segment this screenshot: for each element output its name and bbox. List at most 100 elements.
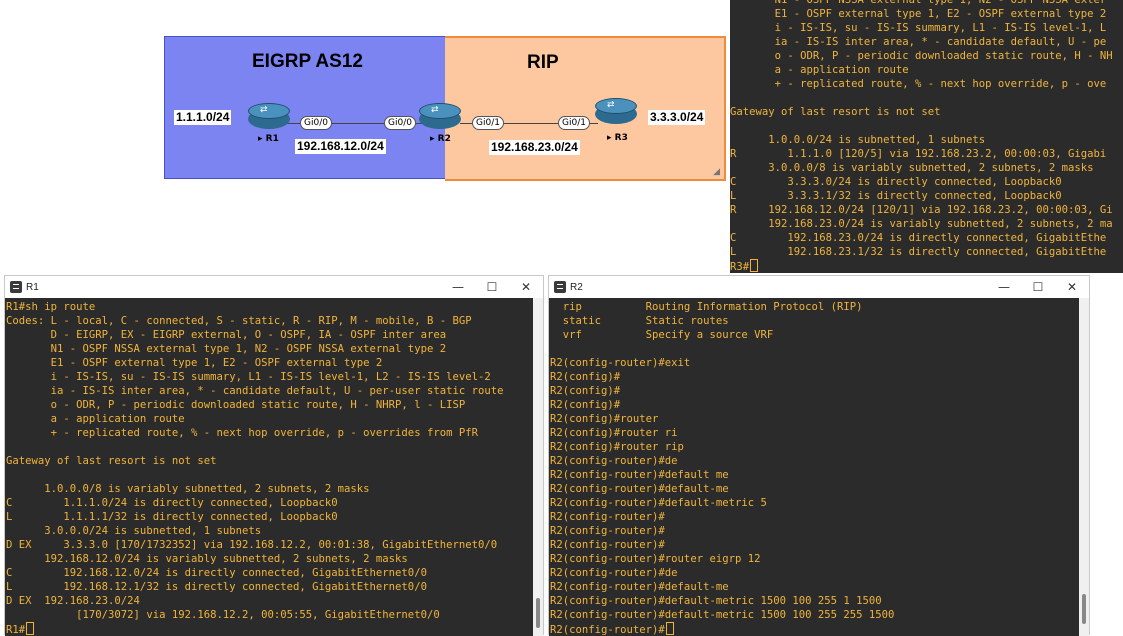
r1-terminal-line: ia - IS-IS inter area, * - candidate def… [6, 385, 504, 397]
r3-terminal[interactable]: N1 - OSPF NSSA external type 1, N2 - OSP… [730, 0, 1123, 273]
router-r3-icon[interactable]: ⇄ [595, 98, 637, 126]
r1-terminal-line: Gateway of last resort is not set [6, 455, 217, 467]
r2-terminal-line: R2(config-router)# [550, 539, 665, 551]
maximize-button[interactable]: ☐ [1032, 280, 1044, 294]
r1-terminal-prompt-line[interactable]: R1# [6, 622, 503, 636]
r2-terminal-line: R2(config-router)#default-metric 1500 10… [550, 609, 895, 621]
terminal-app-icon [10, 281, 22, 293]
r1-terminal-cursor [26, 622, 35, 635]
r2-scroll-thumb[interactable] [1082, 594, 1086, 624]
r2-terminal-line: rip Routing Information Protocol (RIP) [550, 301, 863, 313]
r2-terminal-line: R2(config-router)#default-metric 1500 10… [550, 595, 882, 607]
r2-terminal-line [550, 342, 894, 356]
r2-terminal[interactable]: rip Routing Information Protocol (RIP) s… [549, 298, 1081, 636]
r3-terminal-line: C 192.168.23.0/24 is directly connected,… [730, 232, 1107, 244]
r1-terminal-line: + - replicated route, % - next hop overr… [6, 427, 478, 439]
r2-terminal-line: R2(config-router)#exit [550, 357, 691, 369]
close-button[interactable]: ✕ [520, 280, 532, 294]
r1-terminal-line: 3.0.0.0/24 is subnetted, 1 subnets [6, 525, 262, 537]
close-button[interactable]: ✕ [1066, 280, 1078, 294]
r3-terminal-line: L 3.3.3.1/32 is directly connected, Loop… [730, 190, 1062, 202]
r3-terminal-line: 3.0.0.0/8 is variably subnetted, 2 subne… [730, 162, 1094, 174]
r3-terminal-line: E1 - OSPF external type 1, E2 - OSPF ext… [730, 8, 1107, 20]
r3-name: R3 [614, 133, 628, 143]
r2-terminal-cursor [665, 622, 674, 635]
r2-scrollbar[interactable] [1079, 298, 1089, 636]
r2-terminal-prompt-line[interactable]: R2(config-router)# [550, 622, 894, 636]
r3-terminal-line: o - ODR, P - periodic downloaded static … [730, 50, 1113, 62]
r1-terminal-line: [170/3072] via 192.168.12.2, 00:05:55, G… [6, 609, 440, 621]
r1-terminal-line: C 192.168.12.0/24 is directly connected,… [6, 567, 427, 579]
rip-zone-title: RIP [527, 52, 559, 73]
r3-terminal-line [730, 91, 1113, 105]
r2-terminal-line: static Static routes [550, 315, 729, 327]
r2-terminal-line: R2(config)# [550, 385, 621, 397]
r2-window-title: R2 [570, 281, 583, 293]
r1-titlebar[interactable]: R1 — ☐ ✕ [5, 276, 543, 298]
link-r1-r2-subnet: 192.168.12.0/24 [295, 139, 386, 154]
r1-terminal-line: o - ODR, P - periodic downloaded static … [6, 399, 466, 411]
r3-terminal-line: N1 - OSPF NSSA external type 1, N2 - OSP… [730, 0, 1107, 6]
r1-terminal-line: 192.168.12.0/24 is variably subnetted, 2… [6, 553, 408, 565]
r1-terminal-line: E1 - OSPF external type 1, E2 - OSPF ext… [6, 357, 383, 369]
r2-terminal-output: rip Routing Information Protocol (RIP) s… [550, 300, 894, 636]
r2-left-port-label: Gi0/0 [384, 116, 416, 130]
r3-terminal-prompt: R3# [730, 261, 750, 273]
r1-terminal-line: D EX 3.3.3.0 [170/1732352] via 192.168.1… [6, 539, 498, 551]
r2-terminal-prompt: R2(config-router)# [550, 624, 665, 636]
r2-terminal-line: R2(config)#router ri [550, 427, 678, 439]
r3-terminal-line: R 192.168.12.0/24 [120/1] via 192.168.23… [730, 204, 1113, 216]
r1-terminal-prompt: R1# [6, 624, 26, 636]
r2-terminal-line: R2(config-router)# [550, 511, 665, 523]
minimize-button[interactable]: — [452, 280, 464, 294]
r1-port-label: Gi0/0 [300, 116, 332, 130]
r1-scrollbar[interactable] [533, 298, 543, 636]
r2-terminal-line: R2(config-router)#router eigrp 12 [550, 553, 761, 565]
maximize-button[interactable]: ☐ [486, 280, 498, 294]
r3-terminal-line: + - replicated route, % - next hop overr… [730, 78, 1107, 90]
r2-terminal-line: R2(config)# [550, 371, 621, 383]
minimize-button[interactable]: — [998, 280, 1010, 294]
r3-terminal-line: ia - IS-IS inter area, * - candidate def… [730, 36, 1107, 48]
r2-terminal-line: R2(config-router)#de [550, 455, 678, 467]
r1-scroll-thumb[interactable] [536, 598, 540, 628]
r1-terminal-line: L 192.168.12.1/32 is directly connected,… [6, 581, 427, 593]
r3-terminal-line: R 1.1.1.0 [120/5] via 192.168.23.2, 00:0… [730, 148, 1107, 160]
link-r1-r2 [284, 123, 424, 124]
resize-grip-icon[interactable]: ◢ [713, 166, 720, 176]
r1-terminal-line: i - IS-IS, su - IS-IS summary, L1 - IS-I… [6, 371, 491, 383]
r2-name: R2 [437, 134, 451, 144]
eigrp-zone-title: EIGRP AS12 [252, 51, 363, 72]
r3-terminal-output: N1 - OSPF NSSA external type 1, N2 - OSP… [730, 0, 1113, 273]
r2-terminal-line: R2(config-router)# [550, 525, 665, 537]
r3-terminal-line [730, 119, 1113, 133]
eigrp-zone: EIGRP AS12 [164, 36, 447, 179]
r2-right-port-label: Gi0/1 [472, 116, 504, 130]
r3-terminal-prompt-line[interactable]: R3# [730, 259, 1113, 273]
r1-terminal-line: 1.0.0.0/8 is variably subnetted, 2 subne… [6, 483, 370, 495]
r3-port-label: Gi0/1 [558, 116, 590, 130]
r2-terminal-line: R2(config-router)#default me [550, 469, 729, 481]
r3-terminal-line: 1.0.0.0/24 is subnetted, 1 subnets [730, 134, 986, 146]
r3-terminal-line: L 192.168.23.1/32 is directly connected,… [730, 246, 1107, 258]
r2-terminal-line: R2(config-router)#default-me [550, 581, 729, 593]
link-r2-r3 [460, 123, 598, 124]
link-r2-r3-subnet: 192.168.23.0/24 [489, 140, 580, 155]
r1-terminal-line: D EX 192.168.23.0/24 [6, 595, 140, 607]
r2-terminal-line: R2(config)# [550, 399, 621, 411]
r3-network-label: 3.3.3.0/24 [648, 110, 706, 125]
r3-terminal-line: i - IS-IS, su - IS-IS summary, L1 - IS-I… [730, 22, 1107, 34]
r1-terminal-line: C 1.1.1.0/24 is directly connected, Loop… [6, 497, 338, 509]
router-r2-icon[interactable]: ⇄ [419, 103, 461, 131]
r3-terminal-line: a - application route [730, 64, 909, 76]
r2-window[interactable]: R2 — ☐ ✕ rip Routing Information Protoco… [548, 275, 1090, 636]
r3-terminal-line: Gateway of last resort is not set [730, 106, 941, 118]
rip-zone: RIP ◢ [445, 36, 726, 181]
router-r1-icon[interactable]: ⇄ [248, 103, 290, 131]
r2-titlebar[interactable]: R2 — ☐ ✕ [549, 276, 1089, 298]
terminal-app-icon [554, 281, 566, 293]
r2-terminal-line: R2(config-router)#de [550, 567, 678, 579]
